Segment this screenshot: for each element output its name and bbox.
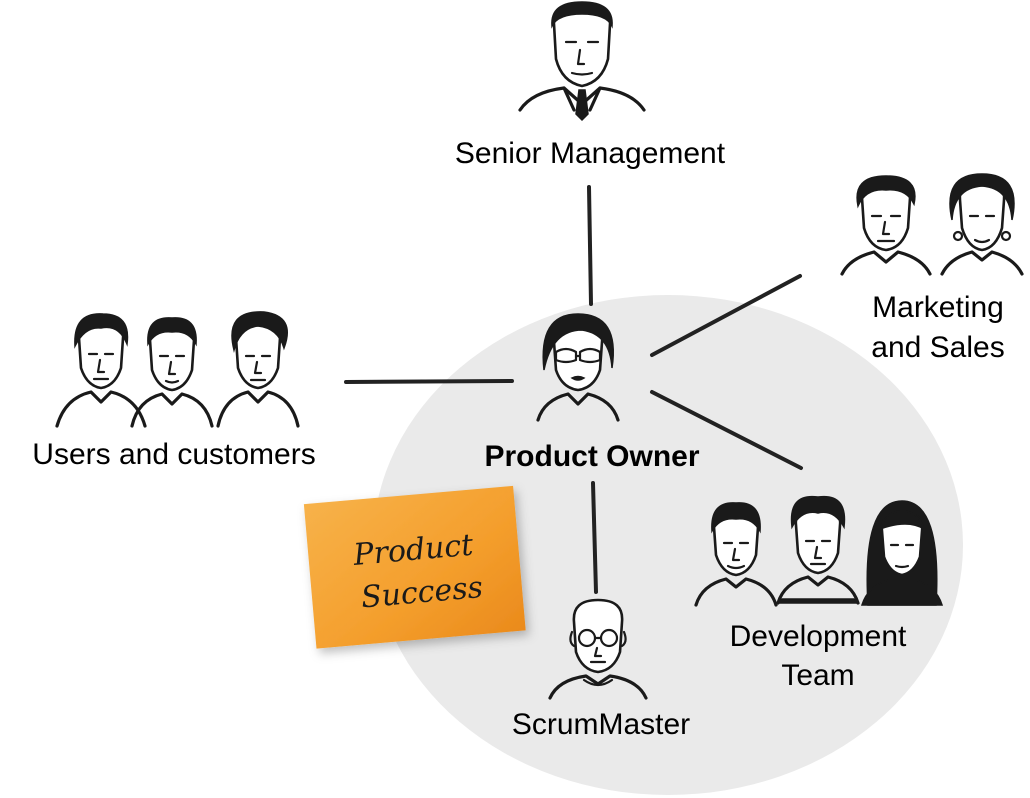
senior-management-label: Senior Management [455, 137, 726, 170]
product-owner-label: Product Owner [484, 440, 699, 473]
scrummaster-label: ScrumMaster [512, 708, 690, 741]
product-owner-circle [373, 295, 963, 795]
marketing-man-figure [840, 175, 932, 276]
connector-development-team [650, 390, 803, 470]
senior-manager-figure [518, 1, 646, 122]
marketing-sales-label-line2: and Sales [871, 331, 1004, 364]
sticky-note-paper [303, 485, 526, 649]
users-customers-figures [55, 311, 300, 428]
user-figure-2 [130, 317, 214, 428]
development-team-figures [694, 495, 944, 607]
sticky-note: Product Success [303, 485, 526, 649]
developer-figure-1 [694, 502, 778, 607]
user-figure-3 [216, 311, 300, 428]
development-team-label-line2: Team [781, 659, 854, 692]
connector-senior-management [587, 185, 593, 306]
marketing-woman-figure [940, 173, 1024, 276]
marketing-sales-label-line1: Marketing [872, 291, 1004, 324]
scrummaster-figure [548, 598, 648, 700]
product-owner-figure [536, 313, 620, 422]
marketing-sales-figures [840, 173, 1024, 276]
connector-users-customers [344, 379, 514, 384]
connector-marketing-sales [650, 274, 802, 357]
connectors [344, 185, 803, 594]
users-customers-label: Users and customers [32, 438, 315, 471]
user-figure-1 [55, 313, 147, 428]
connector-scrummaster [591, 481, 598, 594]
development-team-label-line1: Development [730, 620, 907, 653]
developer-figure-2 [776, 495, 860, 605]
developer-figure-3 [860, 500, 944, 606]
